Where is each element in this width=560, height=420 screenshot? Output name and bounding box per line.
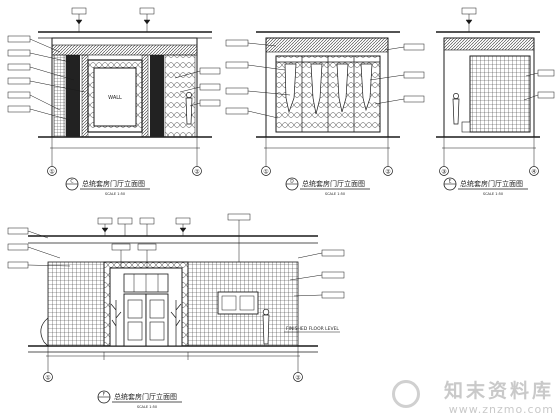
elevation-2: ① ② D 总统套房门厅立面图 SCALE 1:50 [225,31,425,196]
svg-text:WALL: WALL [108,95,122,101]
scale-label: SCALE 1:50 [137,405,157,409]
elevation-4: FINISHED FLOOR LEVEL [7,213,345,409]
section-mark: F [103,392,106,398]
section-mark: C [70,179,73,185]
elevation-title: 总统套房门厅立面图 [460,179,523,188]
axis-bubble-label: ② [194,169,200,176]
elevation-title: 总统套房门厅立面图 [302,179,365,188]
axis-bubble-label: ① [49,169,54,176]
scale-label: SCALE 1:50 [105,192,125,196]
elevation-1: WALL [7,7,221,196]
axis-bubble-label: ① [45,375,50,382]
watermark-logo-icon [392,380,420,408]
axis-bubble-label: ① [263,169,268,176]
scale-label: SCALE 1:50 [325,192,345,196]
watermark: 知末资料库 www.znzmo.com [444,376,554,416]
axis-bubble-label: ④ [531,169,536,176]
watermark-title: 知末资料库 [443,380,554,402]
axis-bubble-label: ② [295,375,301,382]
section-mark: D [290,179,294,185]
section-mark: E [449,179,452,185]
elevation-title: 总统套房门厅立面图 [82,179,145,188]
watermark-url: www.znzmo.com [448,403,554,416]
axis-bubble-label: ③ [441,169,446,176]
floor-level-note: FINISHED FLOOR LEVEL [286,326,339,332]
scale-label: SCALE 1:50 [483,192,503,196]
axis-bubble-label: ② [385,169,391,176]
elevation-title: 总统套房门厅立面图 [114,392,177,401]
elevation-3: ③ ④ E 总统套房门厅立面图 SCALE 1:50 [436,7,555,196]
